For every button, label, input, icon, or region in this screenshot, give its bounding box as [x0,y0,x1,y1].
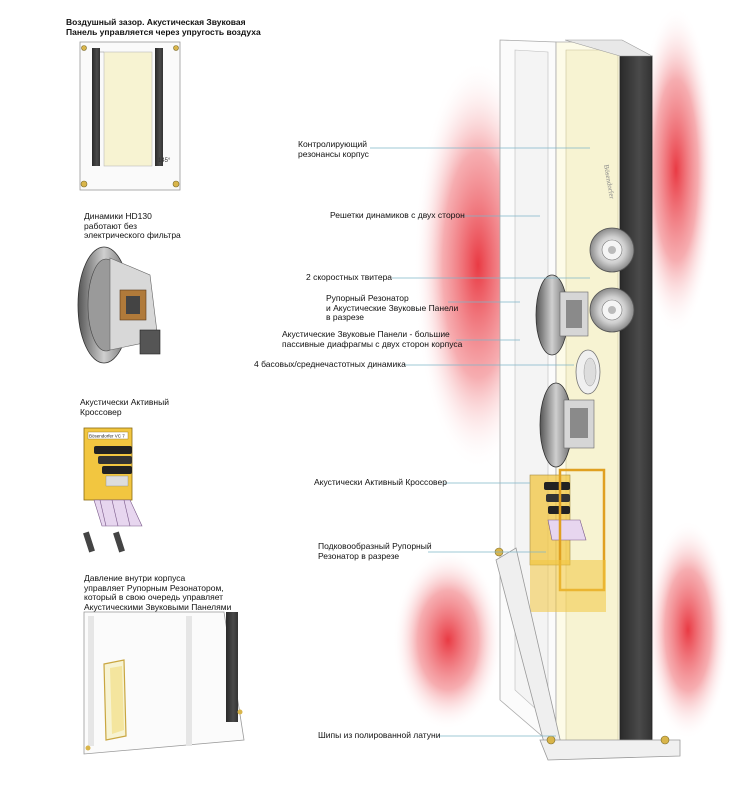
spike-icon [172,180,180,188]
callout-spikes: Шипы из полированной латуни [318,730,441,740]
spike-icon [237,709,243,715]
callout-panels: Акустические Звуковые Панели - большие п… [282,329,463,349]
tweeter-upper-icon [589,227,635,273]
spike-icon [173,45,179,51]
angle-label: 145° [158,158,171,164]
pressure-illustration [83,611,245,755]
callout-cabinet: Контролирующий резонансы корпус [298,139,369,159]
woofer-lower-icon [539,382,595,468]
air-gap-caption: Воздушный зазор. Акустическая Звуковая П… [66,17,261,37]
callout-woofers: 4 басовых/среднечастотных динамика [254,359,406,369]
spike-icon [81,45,87,51]
tweeter-lower-icon [589,287,635,333]
woofer-upper-icon [535,274,589,356]
spike-icon [85,745,91,751]
drivers-caption: Динамики HD130 работают без электрическо… [84,211,181,241]
hd130-driver-illustration [77,246,161,364]
horn-resonator [530,468,606,612]
midrange-ring-icon [575,349,601,395]
internal-crossover [529,474,587,566]
pressure-caption: Давление внутри корпуса управляет Рупорн… [84,573,232,612]
spike-icon [80,180,88,188]
air-gap-illustration: 145° [79,41,181,191]
crossover-board-label: Bösendorfer VC 7 [89,434,125,439]
spike-icon [660,735,670,745]
callout-grilles: Решетки динамиков с двух сторон [330,210,465,220]
crossover-caption: Акустически Активный Кроссовер [80,397,169,417]
callout-crossover: Акустически Активный Кроссовер [314,477,447,487]
callout-wedge: Подковообразный Рупорный Резонатор в раз… [318,541,432,561]
crossover-illustration: Bösendorfer VC 7 [83,427,143,553]
spike-icon [546,735,556,745]
leader-lines [370,147,590,737]
callout-horn: Рупорный Резонатор и Акустические Звуков… [326,293,459,323]
speaker-base [494,547,681,761]
callout-tweeters: 2 скоростных твитера [306,272,393,282]
